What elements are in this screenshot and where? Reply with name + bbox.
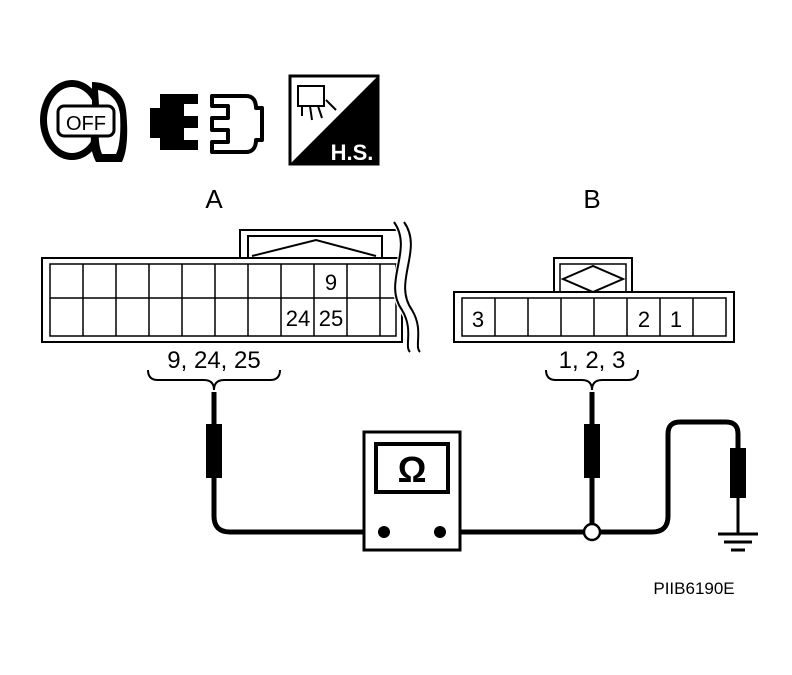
connector-a-terminals: 9, 24, 25 [167,347,260,374]
probe-a [206,392,384,535]
connector-b-pin-1: 1 [670,307,682,332]
junction-node [582,522,602,542]
connector-b-pin-3: 3 [472,307,484,332]
connector-a-cavities [49,263,397,337]
ignition-off-label: OFF [66,113,106,135]
ignition-key-icon: OFF [40,80,128,162]
meter-terminal-left [378,526,390,538]
probe-b [440,392,741,542]
connector-b: 3 2 1 [453,257,735,343]
connector-b-cavities [461,297,727,337]
harness-side-icon: H.S. [288,74,380,166]
connector-b-letter: B [583,184,600,214]
reference-code: PIIB6190E [653,579,734,598]
brace-a [147,369,281,391]
connector-a-pin-9: 9 [325,270,337,295]
connector-b-pin-2: 2 [638,307,650,332]
connector-b-terminals: 1, 2, 3 [559,347,626,374]
disconnect-connector-icon [150,94,264,154]
connector-a-letter: A [205,184,223,214]
ohmmeter-icon: Ω [362,430,462,552]
meter-terminal-right [434,526,446,538]
brace-b [545,369,639,391]
connector-a-pin-24: 24 [286,306,310,331]
connector-a: 9 24 25 [41,218,421,357]
connector-a-pin-25: 25 [319,306,343,331]
harness-hs-label: H.S. [331,140,374,165]
ground-icon [718,448,758,552]
ohm-symbol: Ω [398,449,427,490]
